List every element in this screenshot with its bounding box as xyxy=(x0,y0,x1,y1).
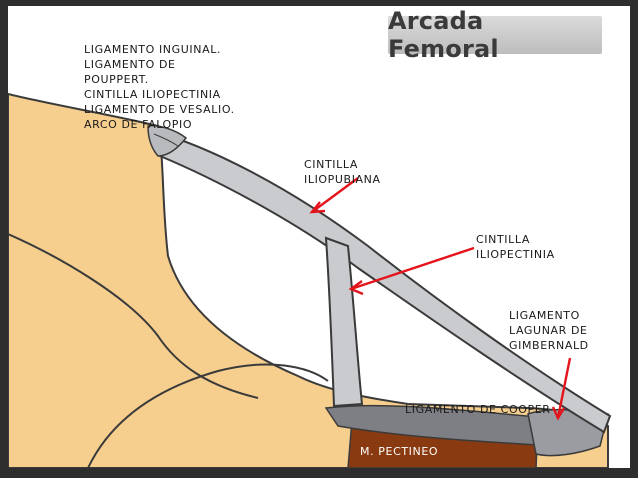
label-ligamento-lagunar: LIGAMENTO LAGUNAR DE GIMBERNALD xyxy=(509,308,589,353)
iliopectineal-arch xyxy=(324,236,364,408)
pelvic-inner-outline xyxy=(8,233,259,399)
arrow-iliopectinia xyxy=(348,246,475,296)
label-line: POUPPERT. xyxy=(84,73,149,86)
label-ligamento-cooper: LIGAMENTO DE COOPER xyxy=(405,403,551,416)
pelvic-bone xyxy=(8,92,609,468)
label-line: ILIOPUBIANA xyxy=(304,173,381,186)
label-ligamento-inguinal: LIGAMENTO INGUINAL. LIGAMENTO DE POUPPER… xyxy=(84,42,235,132)
ligament-fold-line xyxy=(153,133,179,147)
label-line: LIGAMENTO INGUINAL. xyxy=(84,43,222,56)
label-cintilla-iliopubiana: CINTILLA ILIOPUBIANA xyxy=(304,157,381,187)
ligament-origin-fold xyxy=(147,124,188,157)
label-line: CINTILLA xyxy=(304,158,358,171)
slide-title: Arcada Femoral xyxy=(388,7,499,63)
label-line: LAGUNAR DE xyxy=(509,324,588,337)
label-cintilla-iliopectinia: CINTILLA ILIOPECTINIA xyxy=(476,232,555,262)
title-bar: Arcada Femoral xyxy=(388,7,602,63)
pelvic-lower-outline xyxy=(87,363,329,468)
anatomy-illustration xyxy=(8,92,612,468)
label-line: ARCO DE FALOPIO xyxy=(84,118,193,131)
label-line: GIMBERNALD xyxy=(509,339,589,352)
arrow-iliopubiana xyxy=(309,177,359,214)
arrow-lagunar xyxy=(551,357,572,421)
label-line: CINTILLA ILIOPECTINIA xyxy=(84,88,221,101)
label-line: LIGAMENTO xyxy=(509,309,580,322)
label-line: LIGAMENTO DE xyxy=(84,58,176,71)
slide-panel: Arcada Femoral LIGAMENTO INGUINAL. LIGAM… xyxy=(8,6,630,468)
label-line: LIGAMENTO DE VESALIO. xyxy=(84,103,235,116)
inguinal-ligament xyxy=(148,128,612,434)
label-line: CINTILLA xyxy=(476,233,530,246)
label-line: ILIOPECTINIA xyxy=(476,248,555,261)
label-musculo-pectineo: M. PECTINEO xyxy=(360,445,439,458)
